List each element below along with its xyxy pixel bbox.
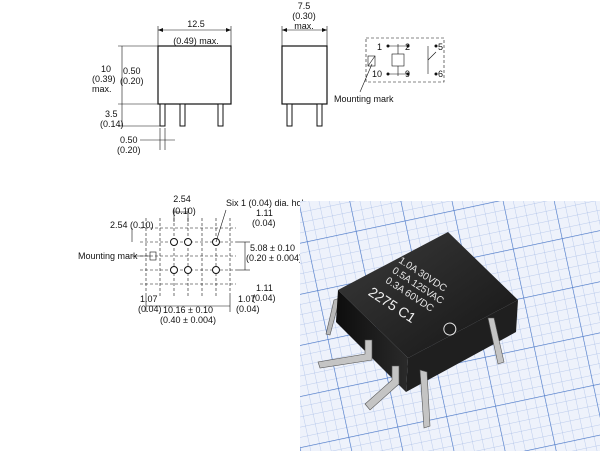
fp-edge-bot-in: (0.04) xyxy=(252,293,276,303)
front-body xyxy=(157,45,232,105)
certification-mark-icon xyxy=(443,322,457,336)
front-pingap-in: (0.20) xyxy=(117,145,141,155)
photo-pin xyxy=(364,365,400,411)
pcb-hole xyxy=(170,238,178,246)
pin-label-9: 9 xyxy=(405,69,410,79)
pin-label-10: 10 xyxy=(372,69,382,79)
fp-left-mm: 1.07 xyxy=(140,294,158,304)
footprint-grid xyxy=(140,218,236,296)
front-pinlen-in: (0.14) xyxy=(100,119,124,129)
fp-span-in: (0.20 ± 0.004) xyxy=(246,253,302,263)
fp-mounting-mark: Mounting mark xyxy=(78,251,138,261)
side-pin xyxy=(316,103,323,127)
fp-length-mm: 10.16 ± 0.10 xyxy=(163,305,213,315)
fp-pitch-left: 2.54 (0.10) xyxy=(110,220,154,230)
front-height-in: (0.39) xyxy=(92,74,116,84)
pcb-hole xyxy=(184,266,192,274)
fp-edge-top-in: (0.04) xyxy=(252,218,276,228)
fp-right-mm: 1.07 xyxy=(238,294,256,304)
front-pinw-mm: 0.50 xyxy=(123,66,141,76)
fp-length-in: (0.40 ± 0.004) xyxy=(160,315,216,325)
coil-symbol xyxy=(391,53,405,67)
relay-top-face xyxy=(338,232,518,358)
front-height-mm: 10 xyxy=(101,64,111,74)
front-pinw-in: (0.20) xyxy=(120,76,144,86)
fp-span-mm: 5.08 ± 0.10 xyxy=(250,243,295,253)
pin-label-6: 6 xyxy=(438,69,443,79)
front-pin xyxy=(159,103,166,127)
front-pingap-mm: 0.50 xyxy=(120,135,138,145)
schematic: 1 2 5 10 9 6 Mounting mark xyxy=(334,37,445,104)
schematic-outline xyxy=(365,37,445,83)
fp-left-in: (0.04) xyxy=(138,304,162,314)
side-width-suffix: max. xyxy=(294,21,314,31)
pcb-hole xyxy=(184,238,192,246)
front-width-in: (0.49) max. xyxy=(173,36,219,46)
pin-label-5: 5 xyxy=(438,42,443,52)
fp-edge-top-mm: 1.11 xyxy=(256,208,273,218)
front-view: 12.5 (0.49) max. 10 (0.39) max. 0.50 (0.… xyxy=(92,19,232,155)
front-width-mm: 12.5 xyxy=(187,19,205,29)
pin-label-2: 2 xyxy=(405,42,410,52)
front-height-suffix: max. xyxy=(92,84,112,94)
side-view: 7.5 (0.30) max. xyxy=(281,1,328,127)
relay-photo: 1.0A 30VDC 0.5A 125VAC 0.3A 60VDC 2275 C… xyxy=(300,201,600,451)
fp-pitch-in: (0.10) xyxy=(172,206,196,216)
mounting-mark-symbol xyxy=(367,55,376,67)
fp-right-in: (0.04) xyxy=(236,304,260,314)
fp-pitch-mm: 2.54 xyxy=(173,194,191,204)
side-pin xyxy=(286,103,293,127)
front-pin xyxy=(179,103,186,127)
pcb-footprint: 2.54 (0.10) 2.54 (0.10) Six 1 (0.04) dia… xyxy=(78,194,314,325)
pcb-hole xyxy=(212,266,220,274)
photo-pin xyxy=(317,339,373,369)
side-body xyxy=(281,45,328,105)
schematic-mounting-mark: Mounting mark xyxy=(334,94,394,104)
pin-label-1: 1 xyxy=(377,42,382,52)
side-width-mm: 7.5 xyxy=(298,1,311,11)
fp-holes-note: Six 1 (0.04) dia. holes xyxy=(226,198,314,208)
front-pin xyxy=(217,103,224,127)
photo-pin xyxy=(419,369,431,429)
photo-pin xyxy=(487,317,505,365)
pcb-hole xyxy=(170,266,178,274)
side-width-in: (0.30) xyxy=(292,11,316,21)
fp-edge-bot-mm: 1.11 xyxy=(256,283,273,293)
front-pinlen-mm: 3.5 xyxy=(105,109,118,119)
